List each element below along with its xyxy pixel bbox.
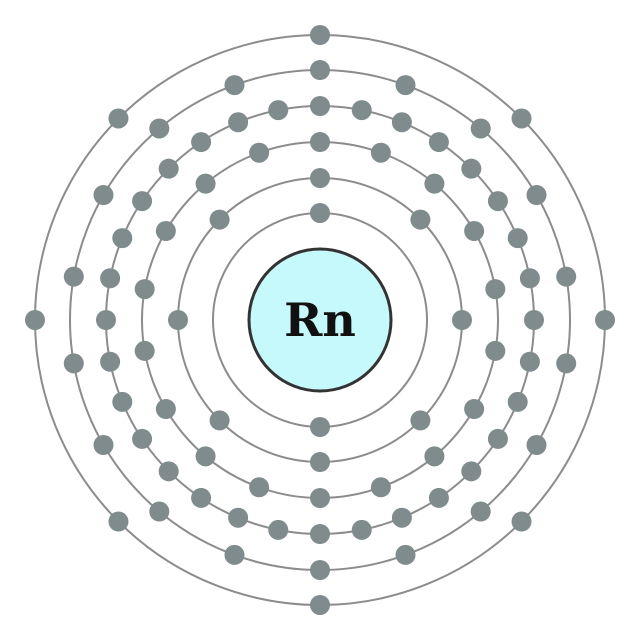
electron [112, 391, 133, 412]
electron [25, 310, 45, 330]
electron [209, 410, 230, 431]
electron [511, 108, 532, 129]
electron [249, 142, 270, 163]
electron [395, 544, 416, 565]
electron [268, 100, 289, 121]
electron [100, 351, 121, 372]
electron [310, 25, 330, 45]
nucleus [247, 247, 393, 393]
electron [310, 60, 330, 80]
electron [556, 353, 577, 374]
electron [132, 428, 153, 449]
electron [485, 279, 506, 300]
element-symbol: Rn [284, 293, 356, 347]
electron [191, 487, 212, 508]
electron [310, 524, 330, 544]
electron [93, 435, 114, 455]
electron [224, 544, 245, 565]
electron [132, 191, 153, 212]
electron [524, 310, 544, 330]
electron [134, 340, 155, 361]
electron [424, 173, 445, 194]
electron [428, 132, 449, 153]
electron [158, 461, 179, 482]
electron [351, 519, 372, 540]
electron [310, 595, 330, 615]
electron [464, 221, 485, 241]
electron [511, 511, 532, 532]
electron [526, 435, 547, 455]
electron [424, 446, 445, 467]
electron [155, 399, 176, 419]
electron [461, 461, 482, 482]
electron [310, 488, 330, 508]
electron [100, 268, 121, 289]
electron [63, 353, 84, 374]
electron [452, 310, 472, 330]
electron [108, 511, 129, 532]
electron [507, 228, 528, 249]
electron [395, 75, 416, 96]
electron [134, 279, 155, 300]
electron [228, 112, 249, 133]
electron [149, 501, 170, 522]
electron [507, 391, 528, 412]
electron [310, 452, 330, 472]
electron [195, 446, 216, 467]
electron [224, 75, 245, 96]
electron [310, 132, 330, 152]
electron [228, 507, 249, 528]
electron [485, 340, 506, 361]
electron [391, 112, 412, 133]
electron [487, 191, 508, 212]
electron [268, 519, 289, 540]
electron [410, 209, 431, 230]
electron [461, 158, 482, 179]
electron [310, 417, 330, 437]
electron [519, 268, 540, 289]
electron [487, 428, 508, 449]
electron [391, 507, 412, 528]
electron [370, 142, 391, 163]
electron [310, 560, 330, 580]
electron [519, 351, 540, 372]
electron [195, 173, 216, 194]
electron [158, 158, 179, 179]
electron [191, 132, 212, 153]
electron [96, 310, 116, 330]
electron [556, 266, 577, 287]
electron [428, 487, 449, 508]
electron [464, 399, 485, 419]
electron [310, 168, 330, 188]
electron [410, 410, 431, 431]
electron [63, 266, 84, 287]
electron [249, 477, 270, 498]
electrons [25, 25, 615, 615]
electron [112, 228, 133, 249]
electron [310, 203, 330, 223]
electron [149, 118, 170, 139]
electron [310, 96, 330, 116]
electron [168, 310, 188, 330]
electron [108, 108, 129, 129]
electron [209, 209, 230, 230]
electron [470, 501, 491, 522]
electron [351, 100, 372, 121]
electron [470, 118, 491, 139]
electron [93, 185, 114, 205]
electron [526, 185, 547, 205]
electron [595, 310, 615, 330]
electron [370, 477, 391, 498]
electron [155, 221, 176, 241]
